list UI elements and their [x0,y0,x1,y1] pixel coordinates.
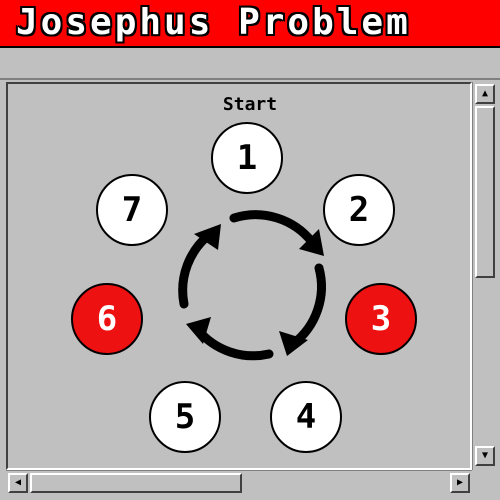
menu-bar [0,48,500,80]
scroll-left-icon[interactable]: ◀ [8,473,28,493]
arrow-bottom-left [193,325,274,361]
start-label: Start [222,94,278,115]
arrow-right-bottom [288,263,326,349]
vertical-scrollbar[interactable]: ▲ ▼ [472,82,496,470]
scroll-up-icon[interactable]: ▲ [475,84,495,104]
circle-node-3[interactable]: 3 [345,283,417,355]
title-bar: Josephus Problem [0,0,500,48]
window-title: Josephus Problem [16,2,411,43]
circle-node-4[interactable]: 4 [270,381,342,453]
arrow-left-top [178,229,215,309]
circle-node-5[interactable]: 5 [149,381,221,453]
circle-node-7[interactable]: 7 [96,174,168,246]
horizontal-scrollbar[interactable]: ◀ ▶ [6,470,472,494]
circle-node-6[interactable]: 6 [71,283,143,355]
scroll-down-icon[interactable]: ▼ [475,446,495,466]
scroll-right-icon[interactable]: ▶ [450,473,470,493]
vertical-scroll-thumb[interactable] [475,106,495,278]
rotation-arrows-icon [178,210,326,361]
arrow-top-right [229,210,317,247]
diagram-canvas: Start 1 2 3 4 5 6 7 [6,82,472,470]
horizontal-scroll-thumb[interactable] [30,473,242,493]
circle-node-2[interactable]: 2 [323,174,395,246]
scrollbar-corner [472,470,496,494]
circle-node-1[interactable]: 1 [211,122,283,194]
